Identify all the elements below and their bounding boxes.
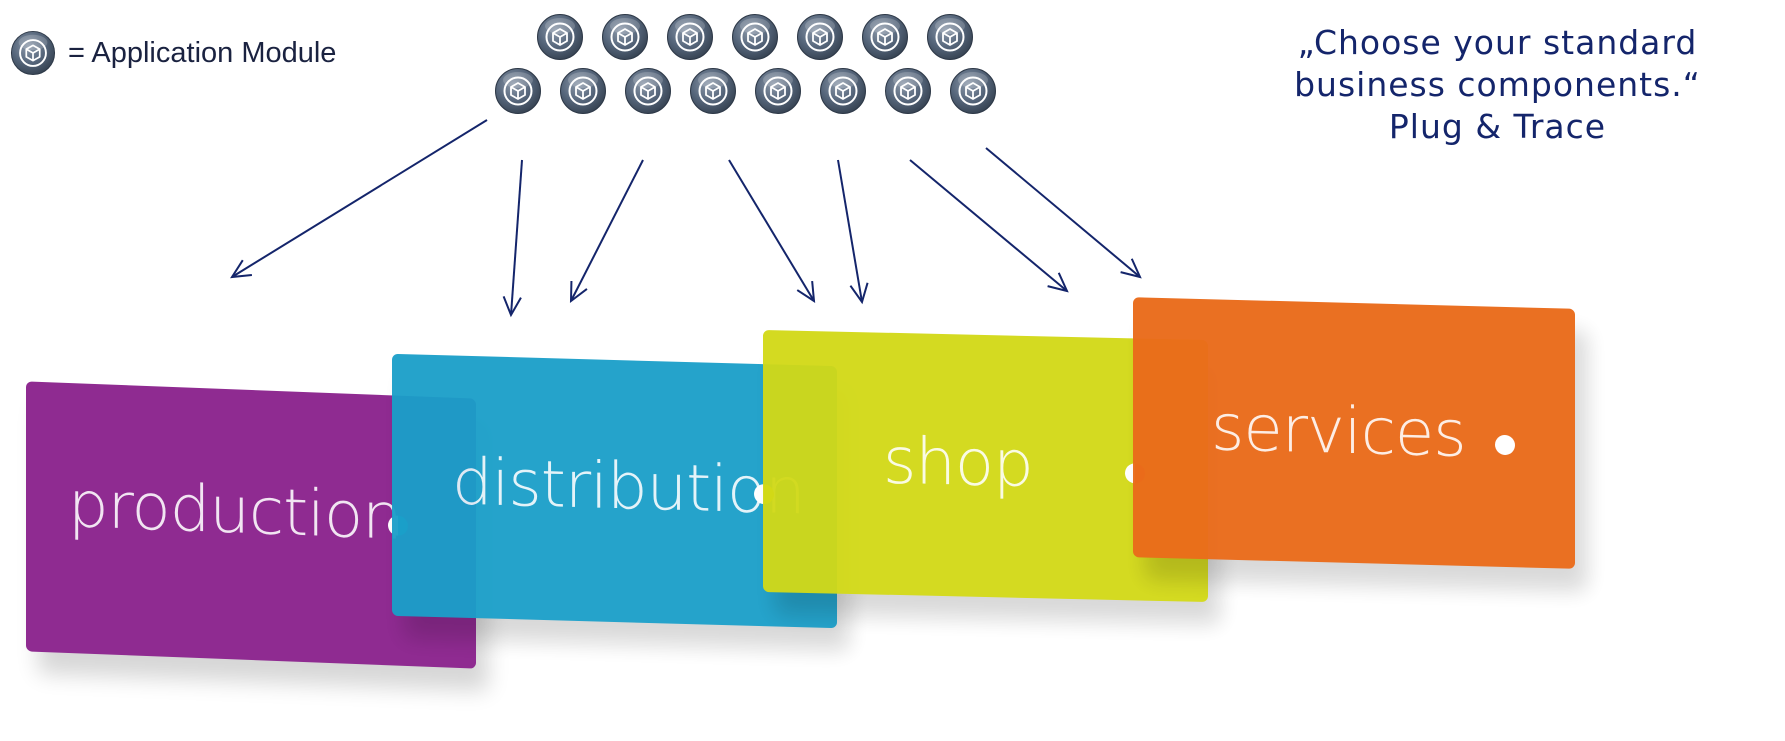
card-services: services xyxy=(1133,297,1575,569)
cube-icon xyxy=(754,67,802,115)
arrow xyxy=(230,119,488,279)
card-label-services: services xyxy=(1211,391,1466,472)
tagline-line: „Choose your standard xyxy=(1297,23,1698,62)
arrow xyxy=(569,159,644,304)
card-label-shop: shop xyxy=(883,424,1033,503)
cube-icon xyxy=(949,67,997,115)
cube-icon xyxy=(10,30,56,76)
module-cluster xyxy=(494,13,997,115)
cube-icon xyxy=(666,13,714,61)
cube-icon xyxy=(559,67,607,115)
cube-icon xyxy=(926,13,974,61)
card-label-production: production xyxy=(68,467,402,555)
arrow xyxy=(985,147,1142,279)
tagline-line: Plug & Trace xyxy=(1388,107,1607,146)
legend: = Application Module xyxy=(10,30,336,76)
tagline: „Choose your standard business component… xyxy=(1210,22,1785,148)
cube-icon xyxy=(536,13,584,61)
cube-icon xyxy=(601,13,649,61)
cube-icon xyxy=(884,67,932,115)
card-label-distribution: distribution xyxy=(452,445,805,530)
tagline-line: business components.“ xyxy=(1294,65,1701,104)
cube-icon xyxy=(689,67,737,115)
arrow xyxy=(728,159,816,303)
arrow xyxy=(837,159,869,305)
arrow xyxy=(502,159,523,318)
card-hole xyxy=(1495,434,1515,456)
cube-icon xyxy=(624,67,672,115)
cube-icon xyxy=(494,67,542,115)
cube-icon xyxy=(819,67,867,115)
legend-text: = Application Module xyxy=(68,36,337,69)
arrow xyxy=(909,159,1069,293)
cube-icon xyxy=(796,13,844,61)
cube-icon xyxy=(731,13,779,61)
cube-icon xyxy=(861,13,909,61)
